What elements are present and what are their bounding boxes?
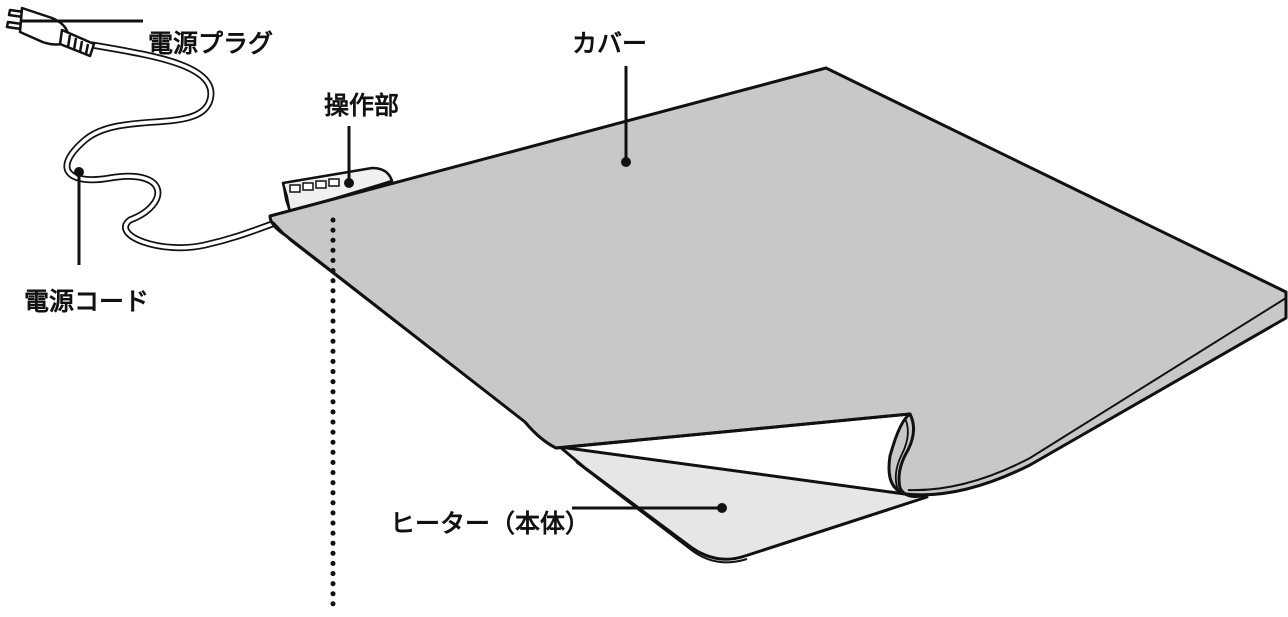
label-control-unit: 操作部 [324, 91, 399, 120]
control-button [302, 182, 314, 191]
dot-cover [621, 157, 631, 167]
heater-body-shape [558, 445, 929, 561]
dot-power-cord [74, 167, 84, 177]
cover-curl [555, 412, 926, 498]
label-heater-body: ヒーター（本体） [390, 509, 590, 538]
label-power-plug: 電源プラグ [148, 29, 273, 58]
dot-control-unit [344, 178, 354, 188]
dot-heater-body [717, 503, 727, 513]
plug-grip [58, 28, 96, 58]
power-cord-inner [65, 43, 280, 250]
label-cover: カバー [572, 29, 647, 58]
cover-front-edge [272, 221, 526, 423]
power-cord-outline [63, 41, 282, 252]
control-unit-body [281, 166, 394, 214]
control-button [328, 178, 340, 187]
leader-lines [20, 19, 722, 615]
cover-curl-inner [894, 417, 909, 491]
control-unit [281, 166, 394, 214]
control-button [315, 180, 327, 189]
label-power-cord: 電源コード [24, 287, 149, 316]
cover-right-edge [907, 297, 1287, 492]
heater-body-edge [575, 461, 748, 564]
power-plug [5, 6, 96, 58]
control-button [289, 184, 301, 193]
cover-shape [268, 66, 1288, 497]
power-cord [63, 41, 282, 252]
